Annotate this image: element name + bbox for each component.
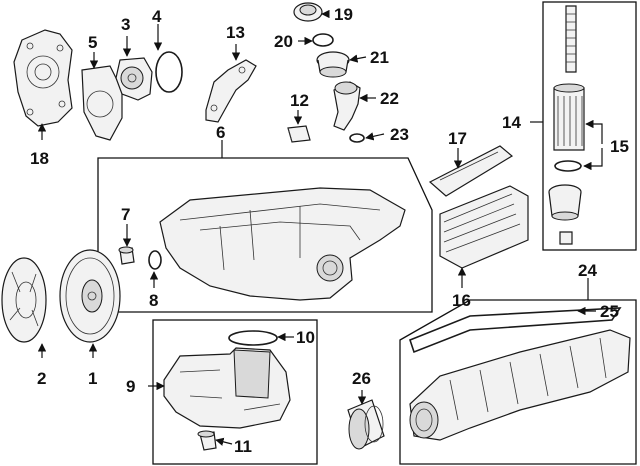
timing-cover-part [13, 29, 73, 127]
callout-15: 15 [610, 137, 629, 156]
filter-drain-plug-part [559, 231, 573, 245]
callout-18: 18 [30, 149, 49, 168]
water-pump-part [115, 57, 153, 101]
callout-24: 24 [578, 261, 597, 280]
bracket-part [205, 59, 257, 123]
filter-housing-cap-part [548, 184, 582, 221]
callout-5: 5 [88, 33, 97, 52]
oil-filter-part [553, 5, 585, 151]
callout-12: 12 [290, 91, 309, 110]
coupler-part [347, 399, 385, 450]
callout-9: 9 [126, 377, 135, 396]
lower-pan-group-box [152, 319, 318, 465]
cooler-gasket-part [428, 145, 514, 197]
filter-o-ring-part [554, 160, 582, 172]
leader-lines [37, 9, 603, 446]
callout-7: 7 [121, 205, 130, 224]
callout-14: 14 [502, 113, 521, 132]
filler-neck-part [333, 81, 361, 131]
cover-gasket-part [81, 65, 123, 141]
callout-4: 4 [152, 7, 162, 26]
callout-10: 10 [296, 328, 315, 347]
flywheel-part [59, 249, 121, 343]
seal-block-part [287, 125, 311, 143]
callout-3: 3 [121, 15, 130, 34]
callout-16: 16 [452, 291, 471, 310]
callout-21: 21 [370, 48, 389, 67]
filler-cap-part [293, 2, 323, 22]
callout-23: 23 [390, 125, 409, 144]
drain-plug-part [118, 246, 135, 265]
callout-25: 25 [600, 302, 619, 321]
upper-oil-pan-part [159, 187, 406, 301]
lower-drain-plug-part [197, 430, 217, 451]
callout-6: 6 [216, 123, 225, 142]
callout-17: 17 [448, 129, 467, 148]
neck-o-ring-part [349, 133, 365, 143]
flexplate-part [1, 257, 47, 343]
oil-filter-group-box [542, 1, 637, 251]
callout-11: 11 [234, 437, 252, 456]
pump-o-ring-part [155, 51, 183, 93]
pickup-o-ring-part [228, 330, 278, 346]
filler-adapter-part [316, 51, 350, 78]
intake-manifold-group-box [399, 299, 637, 465]
manifold-gasket-part [409, 307, 622, 354]
callout-2: 2 [37, 369, 46, 388]
callout-19: 19 [334, 5, 353, 24]
callout-26: 26 [352, 369, 371, 388]
callout-13: 13 [226, 23, 245, 42]
drain-washer-part [148, 250, 162, 270]
lower-oil-pan-part [163, 347, 291, 429]
callout-20: 20 [274, 32, 293, 51]
callout-8: 8 [149, 291, 158, 310]
cap-seal-part [312, 33, 334, 47]
oil-cooler-part [439, 185, 529, 269]
callout-22: 22 [380, 89, 399, 108]
callout-1: 1 [88, 369, 97, 388]
intake-manifold-part [409, 329, 631, 441]
